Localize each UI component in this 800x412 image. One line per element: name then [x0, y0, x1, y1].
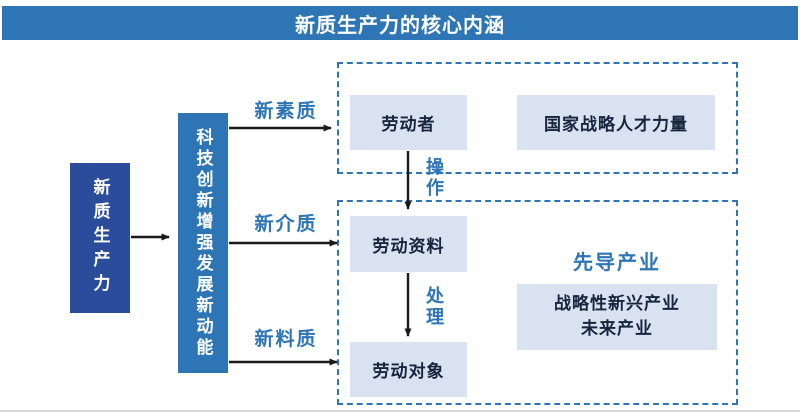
- edge-label-process: 处理: [424, 286, 444, 328]
- node-label-line2: 未来产业: [581, 319, 653, 338]
- node-label: 科技创新增强发展新动能: [193, 127, 213, 359]
- node-national-strategic-talent: 国家战略人才力量: [517, 95, 715, 150]
- node-tech-innovation-driver: 科技创新增强发展新动能: [178, 113, 228, 373]
- node-label: 新质生产力: [90, 178, 110, 298]
- node-label-line1: 战略性新兴产业: [554, 294, 680, 314]
- node-labor-objects: 劳动对象: [350, 342, 467, 397]
- node-laborer: 劳动者: [350, 95, 467, 150]
- flow-label-new-material: 新料质: [254, 329, 318, 350]
- title-banner: 新质生产力的核心内涵: [2, 6, 798, 40]
- flow-label-new-medium: 新介质: [254, 214, 318, 235]
- flow-label-new-quality: 新素质: [254, 101, 318, 122]
- edge-label-operate: 操作: [424, 157, 444, 199]
- node-strategic-emerging-industry: 战略性新兴产业 未来产业: [517, 284, 717, 350]
- node-label: 国家战略人才力量: [544, 115, 688, 134]
- node-label: 劳动对象: [372, 362, 445, 381]
- node-labor-materials: 劳动资料: [350, 216, 467, 272]
- node-label: 劳动资料: [372, 236, 445, 256]
- production-group-frame: [337, 200, 738, 405]
- node-new-quality-productivity: 新质生产力: [70, 163, 130, 313]
- laborer-group-frame: [337, 62, 738, 174]
- node-label: 劳动者: [381, 115, 436, 134]
- page-title: 新质生产力的核心内涵: [295, 14, 505, 37]
- leading-industry-title: 先导产业: [573, 252, 661, 274]
